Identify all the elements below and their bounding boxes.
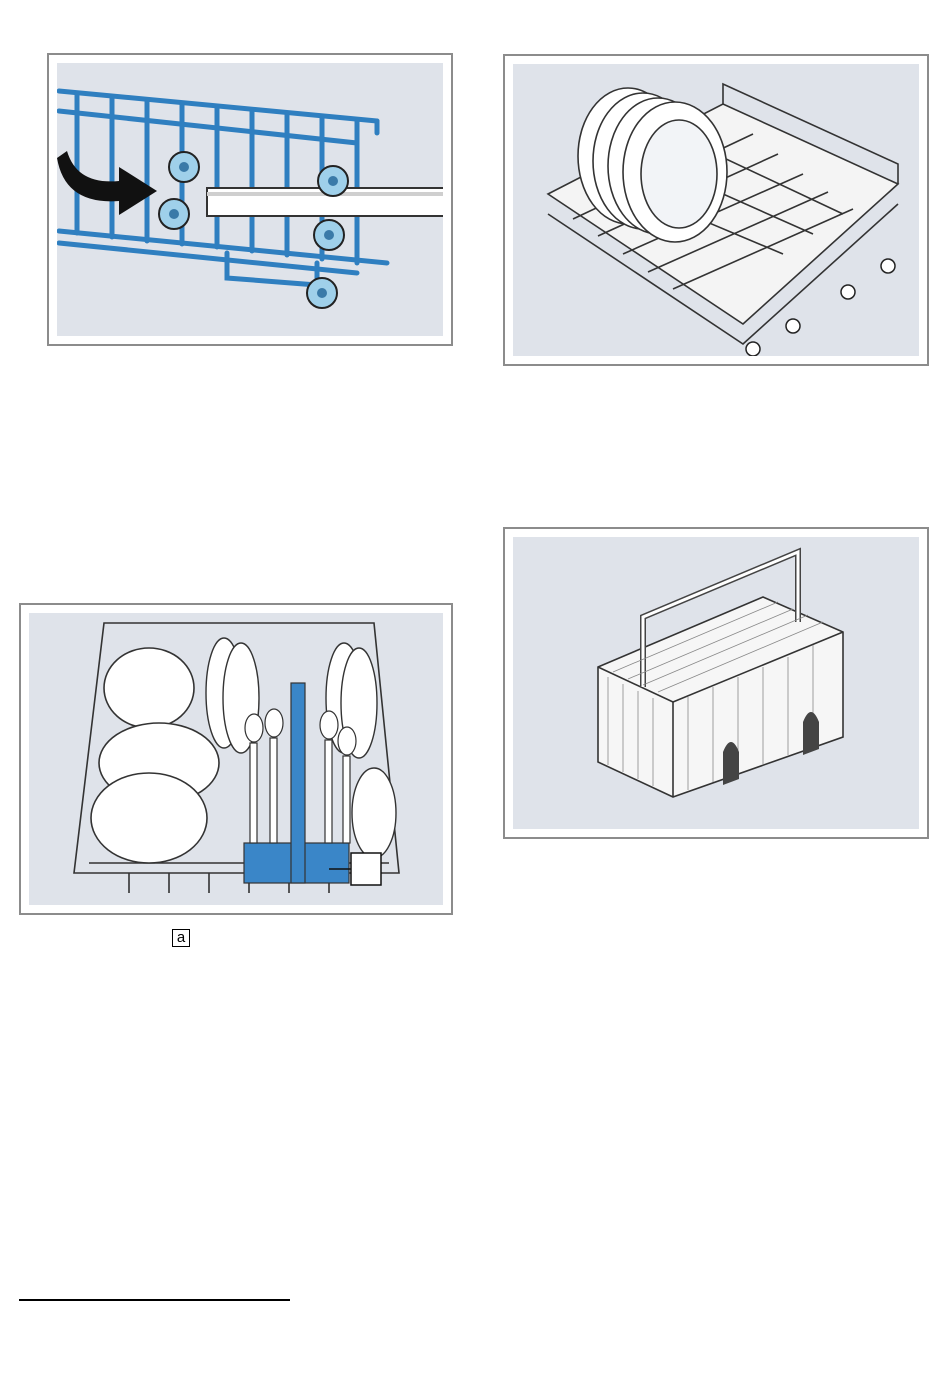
cutlery-basket-illustration (513, 537, 919, 829)
loaded-lower-basket-illustration (29, 613, 443, 905)
figure-basket-rollers (47, 53, 453, 346)
footnote-rule (19, 1299, 290, 1301)
upper-basket-plates-illustration (513, 64, 919, 356)
callout-label: a (172, 929, 190, 947)
figure-upper-basket-plates (503, 54, 929, 366)
figure-lower-basket-loaded (19, 603, 453, 915)
basket-rollers-illustration (57, 63, 443, 336)
figure-cutlery-basket (503, 527, 929, 839)
